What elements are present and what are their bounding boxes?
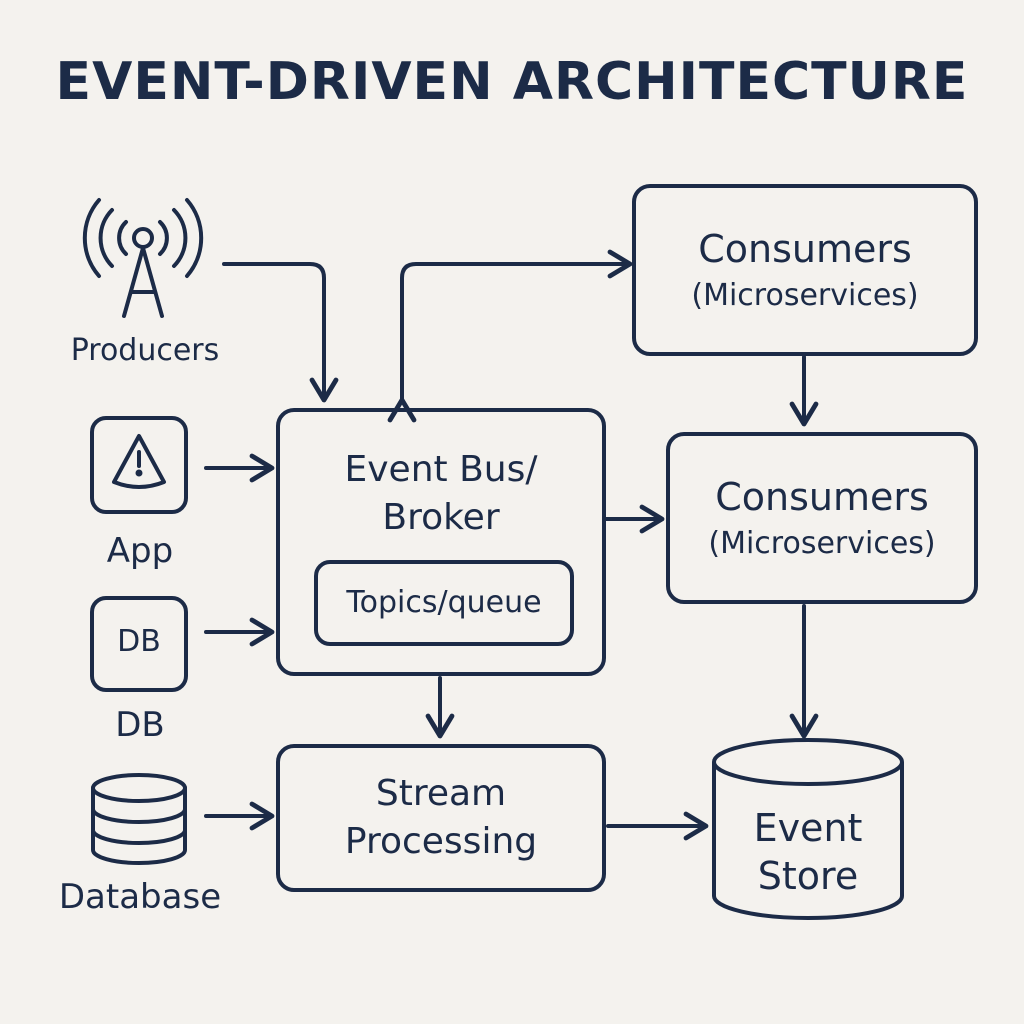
- event-store-cylinder: [712, 738, 904, 920]
- arrow-bus-consumers-top: [387, 249, 633, 423]
- db-label: DB: [115, 705, 165, 745]
- topics-queue-node: Topics/queue: [314, 560, 574, 646]
- db-tile-icon: [90, 596, 188, 692]
- event-store-label: Event Store: [714, 804, 902, 900]
- event-bus-line2: Broker: [382, 497, 500, 538]
- stream-line1: Stream: [375, 773, 507, 814]
- consumers-mid-line2: (Microservices): [708, 526, 936, 561]
- event-store-line2: Store: [757, 854, 859, 898]
- event-bus-broker-node: Event Bus/ Broker Topics/queue: [276, 408, 606, 676]
- app-warning-icon: [90, 416, 188, 514]
- event-bus-line1: Event Bus/: [344, 449, 538, 490]
- event-store-line1: Event: [753, 806, 863, 850]
- stream-processing-node: Stream Processing: [276, 744, 606, 892]
- stream-line2: Processing: [344, 821, 538, 862]
- database-cylinder-icon: [91, 773, 187, 865]
- producers-label: Producers: [70, 333, 220, 368]
- arrow-producers-to-bus: [222, 262, 339, 403]
- db-tile-text: DB: [117, 624, 161, 659]
- consumers-top-node: Consumers (Microservices): [632, 184, 978, 356]
- app-label: App: [106, 531, 174, 571]
- page-title: EVENT-DRIVEN ARCHITECTURE: [55, 52, 969, 112]
- database-label: Database: [58, 877, 222, 917]
- consumers-top-line2: (Microservices): [691, 278, 919, 313]
- consumers-top-line1: Consumers: [698, 227, 912, 271]
- consumers-mid-line1: Consumers: [715, 475, 929, 519]
- consumers-mid-node: Consumers (Microservices): [666, 432, 978, 604]
- broadcast-tower-icon: [82, 198, 204, 318]
